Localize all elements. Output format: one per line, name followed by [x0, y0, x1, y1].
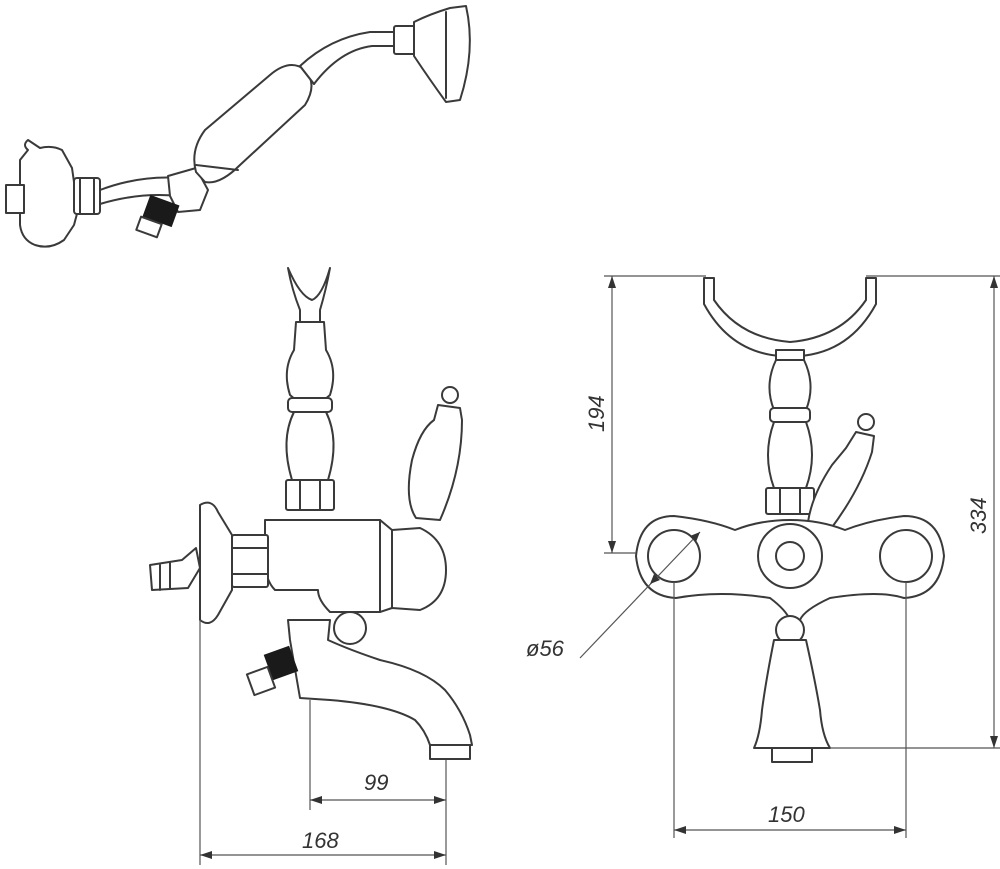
side-wall-plate [199, 501, 233, 625]
side-outlet-stub [245, 665, 277, 697]
front-lever-knob [857, 413, 875, 431]
front-column-upper [768, 359, 812, 411]
holder-stub [135, 215, 163, 239]
side-lever-knob [441, 386, 459, 404]
holder-valve-dark [142, 194, 180, 228]
front-column-nut [765, 487, 815, 515]
side-column-nut [285, 479, 335, 511]
dim-label-overall-height: 334 [966, 497, 991, 534]
side-column-upper [285, 321, 335, 401]
dim-label-overall-depth: 168 [302, 828, 339, 853]
front-hook [703, 277, 877, 357]
side-lever [407, 404, 463, 521]
dim-label-hook-height: 194 [584, 395, 609, 432]
side-body [264, 519, 447, 613]
side-spout-outlet [429, 744, 471, 760]
shower-neck [299, 31, 401, 85]
dim-leader-56 [579, 531, 701, 659]
dim-label-body-width: 150 [768, 802, 805, 827]
front-lever [807, 431, 875, 531]
side-inlet-nut [231, 534, 269, 588]
side-view [149, 267, 473, 865]
side-inlet-stub [149, 547, 201, 591]
side-diverter-knob [333, 611, 367, 645]
shower-handle [193, 64, 313, 184]
wall-bracket-plate [19, 139, 81, 248]
front-view [579, 275, 1000, 838]
front-right-wing [879, 529, 933, 583]
dim-label-inlet-diameter: ø56 [526, 636, 565, 661]
hand-shower [5, 5, 471, 248]
front-spout-outlet [771, 747, 813, 763]
side-column-lower [285, 411, 335, 481]
bracket-stub [5, 184, 25, 214]
side-spout [287, 619, 473, 746]
front-spout [753, 639, 831, 749]
front-center-cap [775, 541, 805, 571]
shower-head [413, 5, 471, 103]
hose-nut [73, 177, 101, 215]
side-hook [287, 267, 331, 323]
head-connector [393, 25, 417, 55]
dim-label-spout-reach: 99 [364, 770, 388, 795]
front-column-lower [767, 421, 813, 489]
